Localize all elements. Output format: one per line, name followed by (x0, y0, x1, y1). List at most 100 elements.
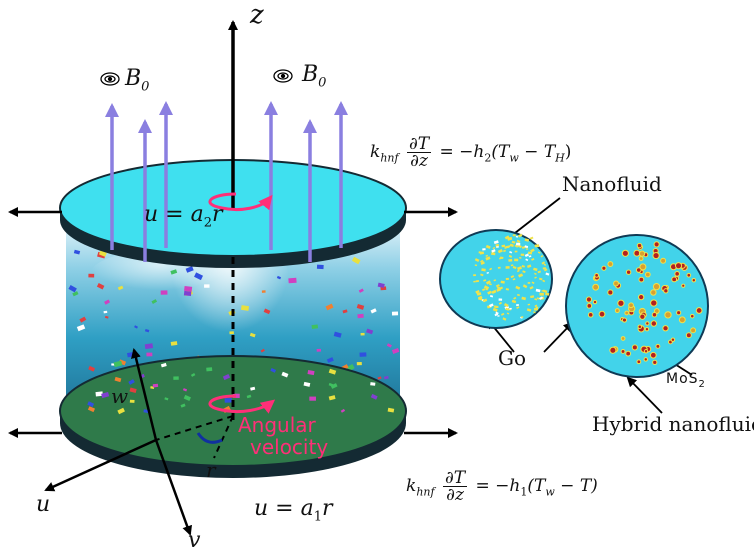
disk-particle (328, 395, 336, 401)
nano-particle (545, 292, 550, 296)
nano-particle (512, 234, 516, 237)
nano-particle (504, 246, 508, 249)
hybrid-particle (695, 307, 703, 314)
top-boundary-condition: khnf ∂T∂z = −h2(Tw − TH) (370, 134, 572, 171)
nano-particle (517, 293, 520, 297)
hybrid-particle (609, 346, 617, 354)
fluid-particle (185, 266, 194, 273)
hybrid-particle (652, 359, 658, 366)
hybrid-particle (643, 349, 649, 354)
hybrid-particle (585, 296, 593, 303)
hybrid-particle (644, 327, 650, 332)
hybrid-particle (598, 310, 606, 318)
nano-particle (533, 267, 538, 272)
nano-particle (493, 240, 499, 245)
fluid-particle (76, 324, 86, 332)
disk-particle (180, 403, 186, 408)
nano-particle (480, 259, 484, 263)
disk-particle (387, 407, 395, 413)
nano-particle (535, 288, 541, 293)
nano-particle (542, 279, 546, 283)
nano-particle (491, 289, 497, 294)
hybrid-particle (636, 242, 643, 249)
w-axis-label: w (111, 384, 129, 408)
disk-particle (328, 382, 334, 387)
hybrid-particle (620, 349, 626, 354)
fluid-particle (68, 284, 77, 293)
nano-particle (489, 294, 494, 298)
fluid-particle (229, 331, 234, 335)
magnet-icon-right (273, 69, 293, 83)
fluid-particle (79, 316, 87, 323)
nano-particle (534, 304, 538, 308)
hybrid-particle (635, 267, 642, 273)
hybrid-particle (650, 289, 657, 296)
hybrid-particle (670, 337, 676, 343)
hybrid-particle (621, 317, 628, 323)
fluid-particle (263, 308, 271, 315)
hybrid-particle (652, 251, 660, 260)
fluid-particle (146, 352, 153, 357)
hybrid-particle (649, 351, 657, 359)
nano-particle (491, 252, 496, 256)
nano-particle (489, 267, 493, 271)
nano-particle (504, 235, 510, 240)
nano-particle (530, 248, 535, 253)
nano-particle (519, 256, 522, 259)
nano-particle (491, 249, 496, 253)
disk-particle (370, 393, 378, 400)
disk-particle (270, 367, 277, 373)
hybrid-particle (617, 299, 625, 307)
nano-particle (514, 258, 519, 262)
nano-particle (521, 316, 524, 318)
fluid-particle (184, 285, 193, 292)
hybrid-particle (636, 359, 642, 365)
fluid-particle (249, 332, 256, 338)
nano-particle (485, 256, 491, 261)
bottom-velocity-label: u = a1r (254, 496, 333, 525)
nano-particle (537, 251, 541, 254)
nano-particle (514, 250, 518, 253)
hybrid-particle (676, 310, 682, 316)
nano-particle (529, 236, 534, 240)
nano-particle (475, 289, 480, 294)
u-axis-label: u (36, 492, 51, 517)
nano-particle (542, 267, 547, 270)
disk-particle (370, 382, 376, 386)
fluid-particle (134, 325, 138, 329)
z-axis-label: z (250, 0, 264, 30)
nano-particle (531, 281, 535, 285)
bottom-boundary-condition: khnf ∂T∂z = −h1(Tw − T) (406, 468, 598, 505)
hybrid-particle (691, 277, 697, 283)
fluid-particle (358, 288, 364, 293)
fluid-particle (311, 324, 319, 329)
nano-particle (477, 295, 483, 300)
nano-particle (481, 268, 486, 272)
fluid-particle (288, 277, 297, 284)
nano-particle (533, 311, 536, 314)
nano-particle (500, 312, 505, 316)
nano-particle (509, 250, 513, 254)
nano-particle (496, 245, 499, 248)
hybrid-nanofluid-label: Hybrid nanofluid (592, 412, 754, 436)
nano-particle (543, 268, 548, 272)
magnetic-field-arrows (105, 101, 348, 262)
fluid-particle (342, 309, 348, 314)
nano-particle (524, 253, 530, 258)
hybrid-particle (650, 320, 658, 327)
nano-particle (495, 305, 499, 309)
disk-particle (87, 406, 96, 413)
hybrid-particle (628, 302, 634, 309)
mos2-label: MoS2 (666, 371, 706, 390)
fluid-particle (360, 332, 365, 336)
hybrid-particle (650, 299, 658, 307)
nano-particle (545, 272, 550, 276)
disk-particle (173, 376, 179, 380)
fluid-particle (151, 299, 158, 305)
nano-particle (508, 254, 513, 258)
fluid-particle (98, 250, 107, 257)
nano-particle (487, 290, 492, 295)
disk-particle (143, 409, 149, 413)
nano-particle (528, 255, 532, 258)
disk-particle (182, 388, 188, 392)
